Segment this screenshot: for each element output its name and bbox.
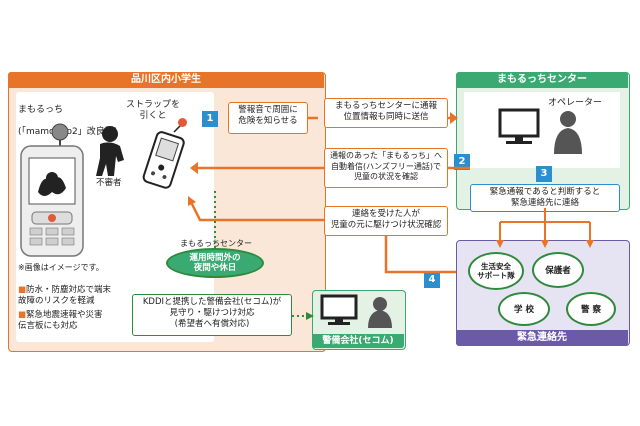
center-panel-title: まもるっちセンター xyxy=(456,72,628,88)
computer-icon xyxy=(498,108,540,146)
school-panel-title: 品川区内小学生 xyxy=(8,72,324,88)
arrowhead-step2 xyxy=(190,162,198,174)
arrow-center-down xyxy=(499,208,591,242)
operator-label: オペレーター xyxy=(548,98,603,108)
arrowhead-step4 xyxy=(188,196,196,206)
contact-police-label: 警 察 xyxy=(581,305,601,315)
contact-guardian-label: 保護者 xyxy=(545,266,571,276)
contact-school: 学 校 xyxy=(498,292,550,326)
contact-guardian: 保護者 xyxy=(532,252,584,288)
strap-pull-dot xyxy=(178,118,187,127)
security-panel-title: 警備会社(セコム) xyxy=(312,334,404,348)
image-note: ※画像はイメージです。 xyxy=(18,263,104,272)
step-4-box: 連絡を受けた人が 児童の元に駆けつけ状況確認 xyxy=(324,206,448,236)
arrowhead-report xyxy=(450,112,458,124)
contact-school-label: 学 校 xyxy=(514,305,534,315)
security-computer-icon xyxy=(320,294,360,326)
feature-text-2: 緊急地震速報や災害 伝言板にも対応 xyxy=(18,310,103,331)
contact-police: 警 察 xyxy=(566,292,616,326)
step-1-badge: 1 xyxy=(202,111,218,127)
contact-safety-team-label: 生活安全 サポート隊 xyxy=(477,262,515,280)
arrow-emergency-to-step4 xyxy=(384,236,456,274)
step-2-badge: 2 xyxy=(454,154,470,170)
security-person-icon xyxy=(366,296,394,328)
report-box: まもるっちセンターに通報 位置情報も同時に送信 xyxy=(324,98,448,128)
operator-person-icon xyxy=(552,110,584,154)
feature-item-2: ■緊急地震速報や災害 伝言板にも対応 xyxy=(18,310,128,332)
bullet-square-icon: ■ xyxy=(18,285,27,295)
contact-safety-team: 生活安全 サポート隊 xyxy=(468,252,524,290)
mamorino-phone-illustration xyxy=(18,122,88,260)
center-judge-box: 緊急通報であると判断すると 緊急連絡先に連絡 xyxy=(470,184,620,212)
feature-text-1: 防水・防塵対応で端末 故障のリスクを軽減 xyxy=(18,285,112,306)
step-3-badge: 3 xyxy=(536,166,552,182)
step-1-box: 警報音で周囲に 危険を知らせる xyxy=(228,102,308,134)
step-4-badge: 4 xyxy=(424,272,440,288)
arrow-step4-to-child xyxy=(188,199,324,222)
strap-label: ストラップを 引くと xyxy=(125,100,180,121)
suspicious-label: 不審者 xyxy=(96,178,122,188)
device-name-line1: まもるっち xyxy=(18,105,64,115)
off-hours-oval-text: 運用時間外の 夜間や休日 xyxy=(189,253,241,273)
off-hours-oval: 運用時間外の 夜間や休日 xyxy=(166,248,264,278)
suspicious-person-icon xyxy=(92,124,132,176)
emergency-panel-title: 緊急連絡先 xyxy=(456,330,628,346)
center-panel-inner xyxy=(464,92,620,168)
secom-box: KDDIと提携した警備会社(セコム)が 見守り・駆けつけ対応 (希望者へ有償対応… xyxy=(132,294,292,336)
off-hours-top-label: まもるっちセンター xyxy=(180,239,252,248)
bullet-square-icon: ■ xyxy=(18,310,27,320)
step-2-box: 通報のあった「まもるっち」へ 自動着信(ハンズフリー通話)で 児童の状況を確認 xyxy=(324,148,448,188)
feature-item-1: ■防水・防塵対応で端末 故障のリスクを軽減 xyxy=(18,285,128,307)
alarm-phone-icon xyxy=(138,123,190,194)
